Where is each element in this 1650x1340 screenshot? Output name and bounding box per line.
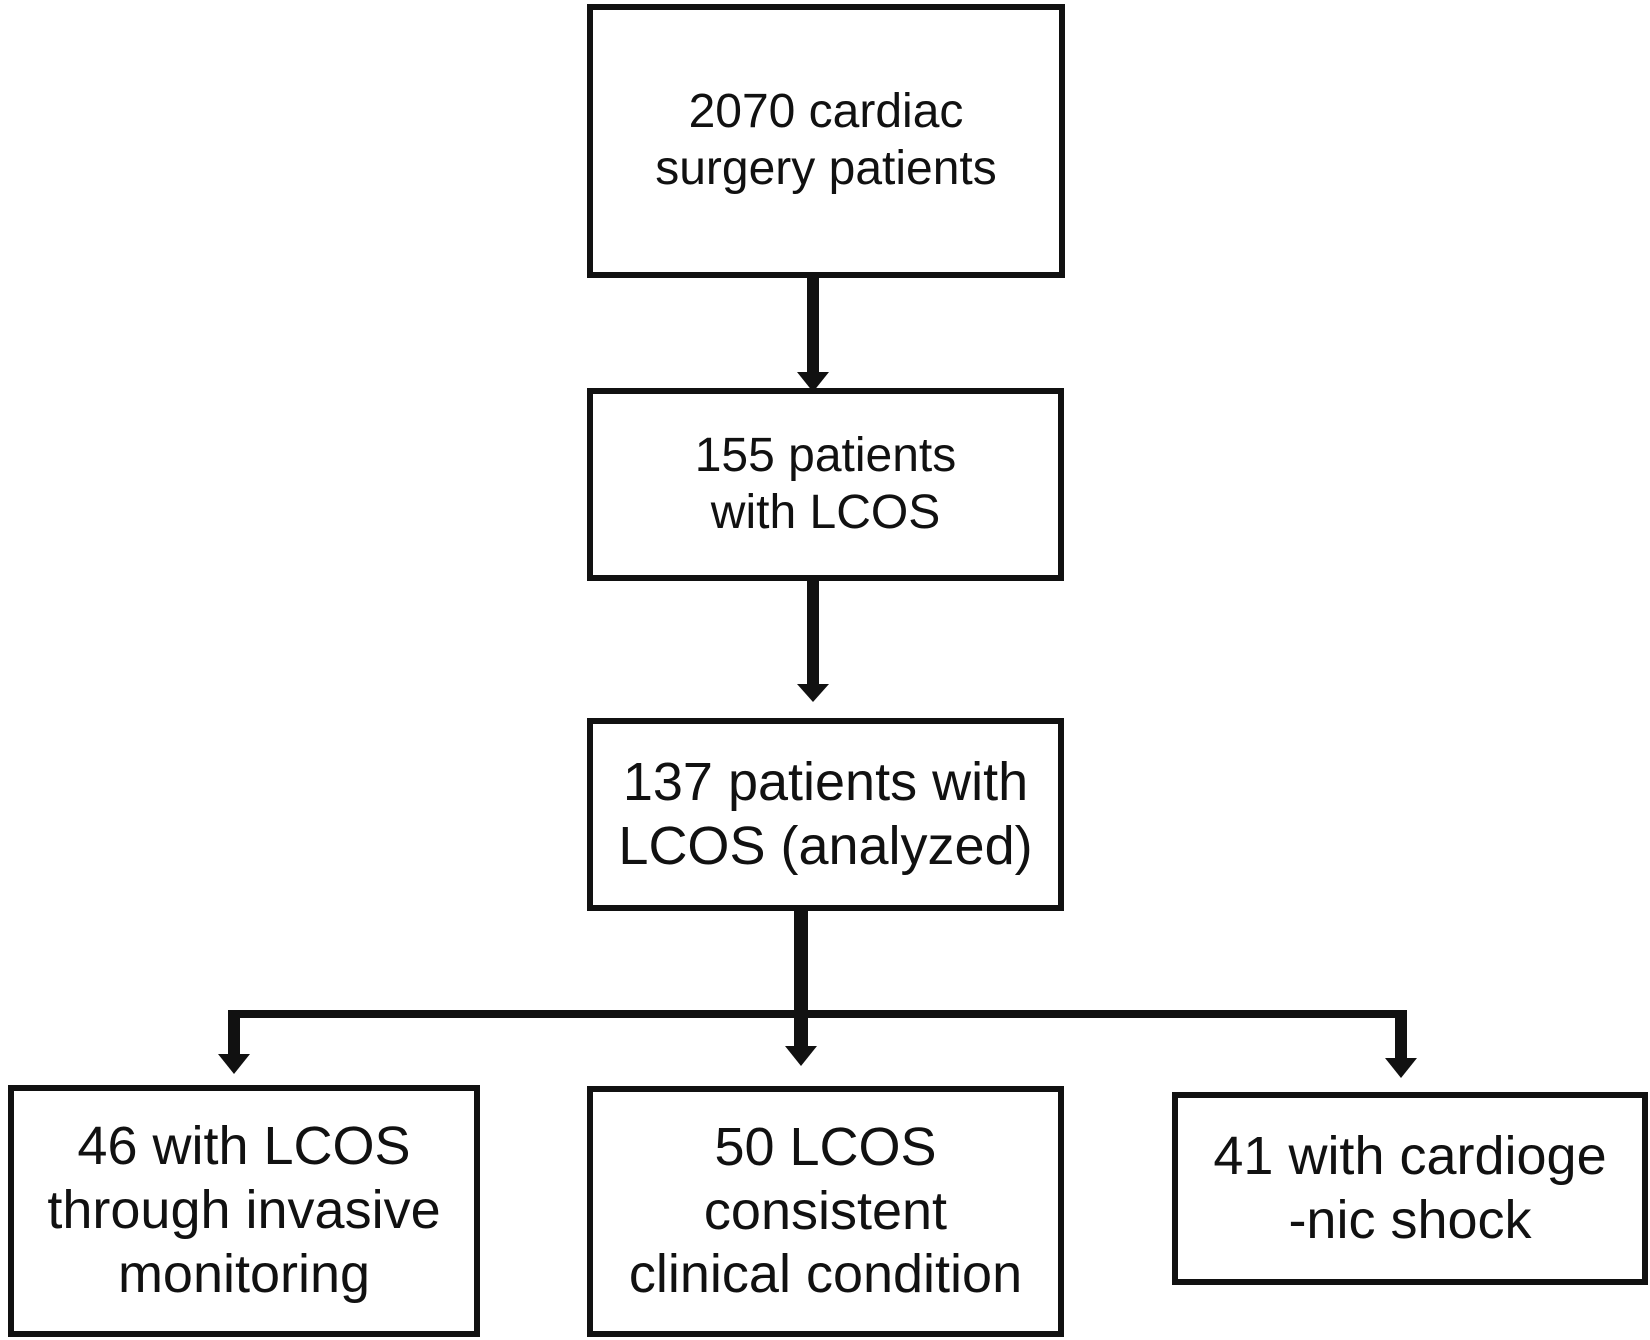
arrow-analyzed-branch: [218, 911, 1417, 1078]
node-total-line-1: 2070 cardiac: [688, 85, 964, 139]
node-clinical-condition: 50 LCOS consistent clinical condition: [587, 1086, 1064, 1337]
node-analyzed-line-1: 137 patients with: [622, 751, 1029, 812]
node-shock-line-2: -nic shock: [1288, 1189, 1532, 1250]
arrow-total-to-lcos: [797, 278, 829, 392]
node-analyzed-patients: 137 patients with LCOS (analyzed): [587, 718, 1064, 911]
arrow-lcos-to-analyzed: [797, 581, 829, 702]
node-lcos-line-2: with LCOS: [710, 485, 941, 539]
node-clinical-line-2: consistent: [703, 1180, 948, 1241]
node-invasive-line-2: through invasive: [47, 1180, 441, 1241]
node-shock-line-1: 41 with cardioge: [1213, 1125, 1607, 1186]
node-clinical-line-1: 50 LCOS: [714, 1116, 937, 1177]
node-total-patients: 2070 cardiac surgery patients: [587, 4, 1065, 278]
node-lcos-patients: 155 patients with LCOS: [587, 388, 1064, 581]
node-invasive-monitoring: 46 with LCOS through invasive monitoring: [8, 1085, 480, 1337]
node-lcos-line-1: 155 patients: [694, 428, 957, 482]
node-cardiogenic-shock: 41 with cardioge -nic shock: [1172, 1092, 1648, 1285]
node-analyzed-line-2: LCOS (analyzed): [618, 815, 1033, 876]
node-invasive-line-1: 46 with LCOS: [77, 1116, 411, 1177]
node-invasive-line-3: monitoring: [117, 1243, 371, 1304]
node-total-line-2: surgery patients: [655, 142, 997, 195]
node-clinical-line-3: clinical condition: [628, 1244, 1023, 1305]
